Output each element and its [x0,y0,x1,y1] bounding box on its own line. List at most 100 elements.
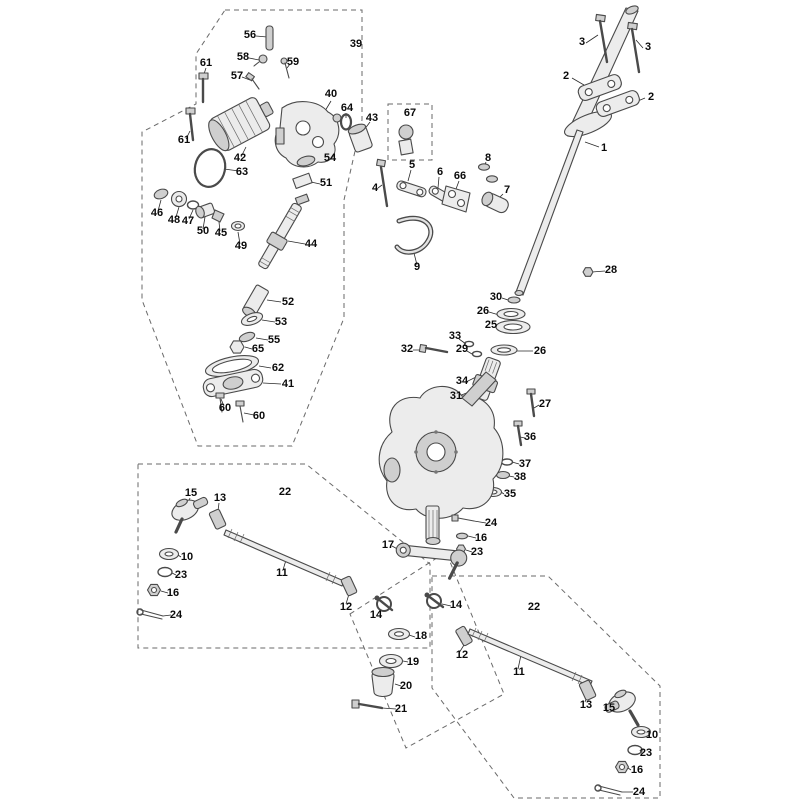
callout-22-a: 22 [279,486,291,498]
callout-25: 25 [485,319,497,331]
callout-22-b: 22 [528,601,540,613]
callout-55: 55 [268,334,280,346]
part-internal-row [153,188,246,232]
part-clamp-bolts [595,13,641,74]
callout-4: 4 [372,182,379,194]
callout-33: 33 [449,330,461,342]
part-linkage [375,158,509,255]
callout-11-b: 11 [513,666,525,678]
callout-21: 21 [395,703,407,715]
callout-11-a: 11 [276,567,288,579]
callout-52: 52 [282,296,294,308]
callout-23-b: 23 [471,546,483,558]
callout-23-a: 23 [175,569,187,581]
callout-45: 45 [215,227,227,239]
callout-41: 41 [282,378,294,390]
callout-26-a: 26 [477,305,489,317]
part-steering-column [514,5,639,297]
callout-67: 67 [404,107,416,119]
callout-42: 42 [234,152,246,164]
callout-9: 9 [414,261,420,273]
callout-10-a: 10 [181,551,193,563]
callout-37: 37 [519,458,531,470]
part-drag-link-center [351,592,473,710]
part-pitman-arm [395,542,468,580]
callout-24-a: 24 [170,609,183,621]
callout-60-a: 60 [219,402,231,414]
callout-17: 17 [382,539,394,551]
part-tie-rod-right [467,627,652,796]
part-lower-internals [202,284,269,423]
callout-23-c: 23 [640,747,652,759]
callout-61-b: 61 [178,134,190,146]
callout-7: 7 [504,184,510,196]
callout-16-a: 16 [167,587,179,599]
callout-15-b: 15 [603,702,615,714]
callout-18: 18 [415,630,427,642]
callout-43: 43 [366,112,378,124]
callout-16-c: 16 [631,764,643,776]
callout-64: 64 [341,102,354,114]
callout-24-c: 24 [633,786,646,798]
callout-31: 31 [450,390,462,402]
callout-16-b: 16 [475,532,487,544]
callout-63: 63 [236,166,248,178]
callout-46: 46 [151,207,163,219]
callout-29: 29 [456,343,468,355]
callout-14-b: 14 [450,599,463,611]
callout-60-b: 60 [253,410,265,422]
callout-38: 38 [514,471,526,483]
callout-6: 6 [437,166,443,178]
callout-61-a: 61 [200,57,212,69]
callout-32: 32 [401,343,413,355]
callout-19: 19 [407,656,419,668]
callout-50: 50 [197,225,209,237]
leader-lines [157,34,647,793]
callout-53: 53 [275,316,287,328]
callout-27: 27 [539,398,551,410]
callout-8: 8 [485,152,491,164]
callout-34: 34 [456,375,469,387]
callout-14-a: 14 [370,609,383,621]
callout-10-b: 10 [646,729,658,741]
callout-65: 65 [252,343,264,355]
part-tie-rod-left [136,496,394,620]
callout-13-b: 13 [580,699,592,711]
callout-15-a: 15 [185,487,197,499]
callout-47: 47 [182,215,194,227]
callout-54: 54 [324,152,337,164]
callout-57: 57 [231,70,243,82]
callout-44: 44 [305,238,318,250]
callout-1: 1 [601,142,607,154]
callout-5: 5 [409,159,415,171]
callout-3-a: 3 [579,36,585,48]
callout-36: 36 [524,431,536,443]
callout-49: 49 [235,240,247,252]
part-valve-assembly [193,97,414,206]
part-column-seals [490,296,531,356]
callout-20: 20 [400,680,412,692]
callouts: 1 2 2 3 3 4 5 6 7 8 9 10 10 11 11 12 12 … [151,29,658,798]
callout-56: 56 [244,29,256,41]
callout-13-a: 13 [214,492,226,504]
callout-35: 35 [504,488,516,500]
part-column-clamps [577,74,640,117]
part-top-fasteners [185,25,290,142]
callout-12-b: 12 [456,649,468,661]
callout-26-b: 26 [534,345,546,357]
callout-48: 48 [168,214,180,226]
callout-59: 59 [287,56,299,68]
callout-28: 28 [605,264,617,276]
dashed-boundaries [137,9,661,799]
callout-40: 40 [325,88,337,100]
callout-12-a: 12 [340,601,352,613]
callout-39: 39 [350,38,362,50]
part-worm-shaft [258,202,302,270]
part-nut-28 [582,267,594,277]
parts-layer [136,5,652,796]
callout-66: 66 [454,170,466,182]
callout-30: 30 [490,291,502,303]
callout-62: 62 [272,362,284,374]
